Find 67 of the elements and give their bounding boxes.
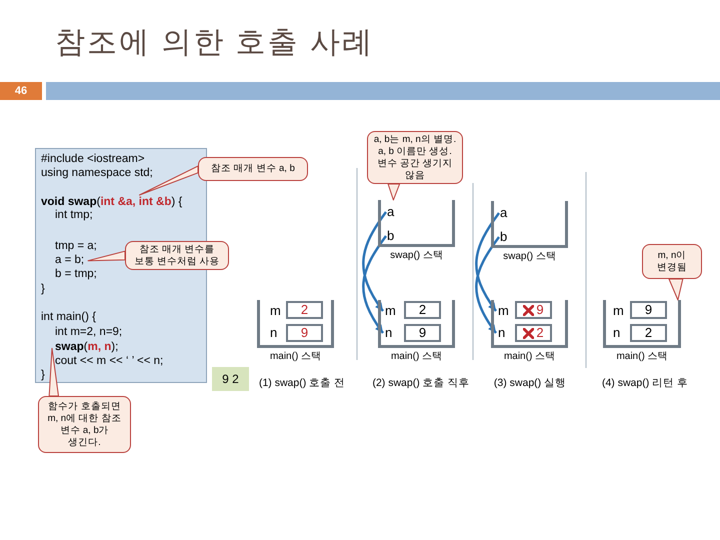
panel-caption: (3) swap() 실행 <box>494 376 566 390</box>
value-text: 9 <box>300 326 308 340</box>
callout-bubble: 참조 매개 변수를 보통 변수처럼 사용 <box>125 241 229 270</box>
code-line: #include <iostream> <box>41 152 145 166</box>
variable-name: m <box>385 304 396 318</box>
callout-bubble: 참조 매개 변수 a, b <box>198 157 308 181</box>
variable-name: n <box>385 326 392 340</box>
value-box <box>515 301 552 319</box>
value-text: 9 <box>536 303 544 317</box>
code-line: int main() { <box>41 310 96 324</box>
code-line: int m=2, n=9; <box>55 325 122 339</box>
callout-pointer <box>388 184 400 200</box>
stack-label: swap() 스택 <box>390 249 443 262</box>
code-line: tmp = a; <box>55 239 97 253</box>
callout-pointer <box>48 348 59 396</box>
stack-label: main() 스택 <box>616 350 668 363</box>
code-line: } <box>41 282 45 296</box>
value-text: 2 <box>418 303 426 317</box>
arrow <box>362 211 388 312</box>
variable-name: n <box>498 326 506 340</box>
variable-name: b <box>387 229 394 243</box>
value-text: 9 <box>644 303 652 317</box>
callout-bubble: 함수가 호출되면 m, n에 대한 참조 변수 a, b가 생긴다. <box>38 396 131 453</box>
code-line: void swap(int &a, int &b) { <box>41 195 182 209</box>
code-line: int tmp; <box>55 208 93 222</box>
value-text: 2 <box>300 303 308 317</box>
callout-pointer <box>88 250 126 262</box>
variable-name: n <box>270 326 278 340</box>
callout-pointer <box>668 278 684 300</box>
stack-label: main() 스택 <box>270 350 322 363</box>
stack-label: swap() 스택 <box>503 250 556 263</box>
variable-name: m <box>498 304 509 318</box>
variable-name: n <box>613 326 620 340</box>
value-box <box>286 301 323 319</box>
variable-name: a <box>387 205 394 219</box>
stack-label: main() 스택 <box>390 350 442 363</box>
variable-name: a <box>500 206 508 220</box>
panel-caption: (1) swap() 호출 전 <box>258 376 346 390</box>
variable-name: m <box>270 304 281 318</box>
value-box <box>630 301 667 319</box>
value-box <box>404 324 441 342</box>
stack-label: main() 스택 <box>504 350 556 363</box>
value-box <box>286 324 323 342</box>
arrow <box>475 212 500 312</box>
code-line: cout << m << ‘ ’ << n; <box>55 354 164 368</box>
callout-bubble: a, b는 m, n의 별명. a, b 이름만 생성. 변수 공간 생기지 않음 <box>367 131 463 184</box>
code-line: using namespace std; <box>41 166 153 180</box>
value-box <box>630 324 667 342</box>
value-box <box>515 324 552 342</box>
panel-caption: (4) swap() 리턴 후 <box>602 376 688 390</box>
console-output: 9 2 <box>212 367 249 391</box>
value-text: 2 <box>536 326 544 340</box>
value-text: 2 <box>644 326 652 340</box>
value-text: 9 <box>418 326 426 340</box>
arrow <box>362 235 388 334</box>
page-number: 46 <box>0 82 42 100</box>
variable-name: b <box>500 230 508 244</box>
code-line: b = tmp; <box>55 267 97 281</box>
code-line: swap(m, n); <box>55 340 118 354</box>
code-line: a = b; <box>55 253 84 267</box>
value-box <box>404 301 441 319</box>
callout-bubble: m, n이 변경됨 <box>642 244 702 279</box>
panel-caption: (2) swap() 호출 직후 <box>372 376 470 390</box>
code-line: } <box>41 368 45 382</box>
slide-title: 참조에 의한 호출 사례 <box>55 26 374 60</box>
variable-name: m <box>613 304 624 318</box>
arrow <box>475 236 500 334</box>
